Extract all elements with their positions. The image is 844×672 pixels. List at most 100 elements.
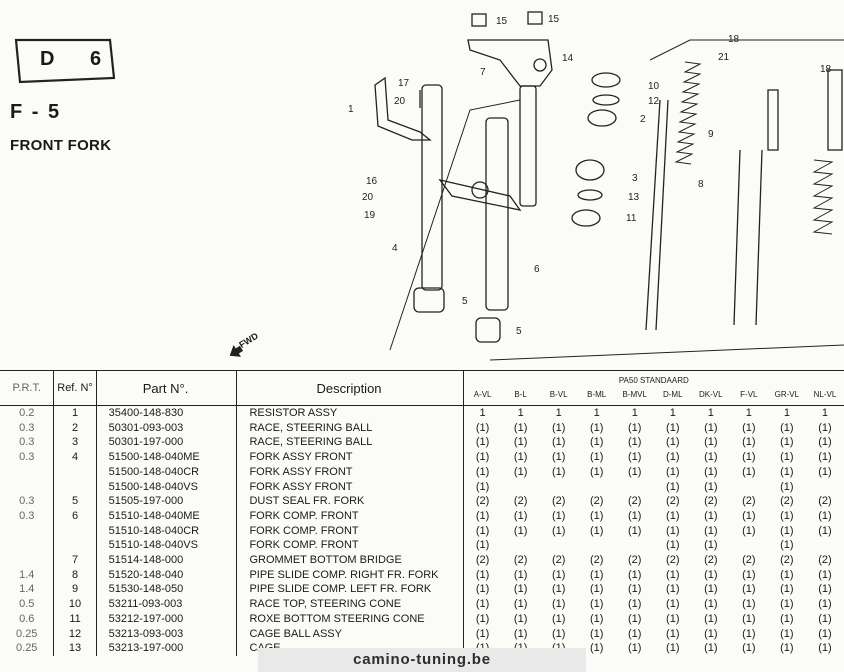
quantity-cell: (1)	[742, 509, 756, 522]
quantity-cell	[616, 538, 654, 553]
quantity-cell: (1)	[818, 627, 832, 640]
quantity-cell: (1)	[551, 583, 566, 596]
quantity-cell: (1)	[513, 465, 528, 478]
quantity-cell: (1)	[462, 538, 502, 554]
quantity-cell: (1)	[513, 568, 528, 581]
quantity-cell	[502, 480, 540, 495]
prt-cell: 0.3	[19, 495, 35, 508]
callout-19: 19	[364, 210, 376, 221]
description-cell: FORK COMP. FRONT	[236, 538, 464, 554]
quantity-cell: (2)	[704, 495, 718, 508]
quantity-cell: (1)	[780, 627, 794, 640]
quantity-cell	[540, 480, 578, 495]
quantity-cell: (1)	[589, 598, 604, 611]
quantity-cell: (1)	[589, 627, 604, 640]
col-description: Description	[236, 370, 464, 406]
callout-20: 20	[394, 96, 406, 107]
quantity-cell: (1)	[780, 436, 794, 449]
prt-cell: 0.3	[19, 509, 35, 522]
callout-13: 13	[628, 192, 640, 203]
quantity-cell: 1	[745, 407, 752, 419]
callout-14: 14	[562, 53, 574, 64]
col-ref: Ref. N°	[53, 370, 97, 406]
part-number-cell: 53211-093-003	[95, 597, 237, 612]
ref-cell	[53, 464, 97, 480]
quantity-cell: 1	[517, 407, 524, 419]
quantity-cell: (1)	[628, 627, 642, 640]
quantity-cell: (1)	[551, 421, 566, 434]
quantity-cell: (1)	[742, 598, 756, 611]
quantity-cell: (1)	[666, 421, 680, 434]
quantity-cell: (2)	[551, 554, 566, 567]
quantity-cell: (1)	[818, 598, 832, 611]
quantity-cell: (2)	[742, 554, 756, 567]
prt-cell	[0, 480, 54, 495]
model-header-a-vl: A-VL	[473, 389, 492, 399]
exploded-parts-diagram: 15 15 14 17 7 20 1 10 12 2 18 21 18 9 8 …	[348, 11, 844, 361]
quantity-cell: (1)	[589, 509, 604, 522]
quantity-cell: (2)	[462, 553, 502, 568]
part-number-cell: 51500-148-040ME	[95, 450, 237, 465]
callout-18: 18	[728, 34, 740, 45]
part-number-cell: 51514-148-000	[95, 553, 237, 568]
ref-cell: 13	[53, 641, 97, 656]
table-header-row: P.R.T. Ref. N° Part N°. Description PA50…	[0, 370, 844, 406]
callout-5b: 5	[516, 326, 522, 337]
ref-cell: 12	[53, 626, 97, 642]
quantity-cell: (1)	[513, 509, 528, 522]
quantity-cell: (1)	[704, 598, 718, 611]
quantity-cell: (2)	[589, 495, 604, 508]
prt-cell	[0, 465, 54, 480]
quantity-cell: (2)	[780, 495, 794, 508]
callout-5: 5	[462, 296, 468, 307]
quantity-cell: (1)	[551, 612, 566, 625]
quantity-cell: (1)	[589, 421, 604, 434]
ref-cell: 1	[53, 405, 97, 421]
prt-cell: 0.5	[19, 598, 35, 611]
quantity-cell: (1)	[704, 568, 718, 581]
description-cell: FORK ASSY FRONT	[236, 464, 464, 480]
quantity-cell: (1)	[462, 435, 502, 451]
quantity-cell: (1)	[818, 524, 832, 537]
quantity-cell: (1)	[666, 583, 680, 596]
prt-cell: 0.3	[19, 451, 35, 464]
quantity-cell: (1)	[818, 583, 832, 596]
description-cell: PIPE SLIDE COMP. RIGHT FR. FORK	[236, 567, 464, 583]
callout-7: 7	[480, 67, 486, 78]
quantity-cell: (2)	[704, 554, 718, 567]
quantity-cell: (1)	[513, 524, 528, 537]
quantity-cell: (1)	[780, 509, 794, 522]
quantity-cell: (2)	[666, 495, 680, 508]
quantity-cell: (2)	[462, 494, 502, 509]
part-number-cell: 51500-148-040VS	[95, 479, 237, 495]
model-header-b-vl: B-VL	[549, 389, 568, 399]
quantity-cell: (1)	[742, 421, 756, 434]
quantity-cell: (1)	[462, 450, 502, 465]
callout-8: 8	[698, 179, 704, 190]
quantity-cell: (1)	[513, 583, 528, 596]
quantity-cell: (1)	[704, 524, 718, 537]
callout-15b: 15	[548, 14, 560, 25]
page-title: FRONT FORK	[10, 137, 112, 154]
model-header-b-ml: B-ML	[587, 389, 607, 399]
quantity-cell: (1)	[666, 539, 680, 552]
quantity-cell: (1)	[462, 523, 502, 539]
quantity-cell: (2)	[589, 554, 604, 567]
quantity-cell	[730, 480, 768, 495]
quantity-cell: (1)	[818, 465, 832, 478]
quantity-cell: (2)	[513, 495, 528, 508]
quantity-cell: (1)	[704, 421, 718, 434]
model-header-dk-vl: DK-VL	[699, 389, 723, 399]
part-number-cell: 50301-093-003	[95, 420, 237, 436]
quantity-cell: (2)	[628, 495, 642, 508]
quantity-cell: (1)	[589, 642, 604, 655]
section-letter: D	[40, 48, 55, 70]
ref-cell: 10	[53, 597, 97, 612]
model-header-nl-vl: NL-VL	[813, 389, 837, 399]
description-cell: PIPE SLIDE COMP. LEFT FR. FORK	[236, 582, 464, 598]
